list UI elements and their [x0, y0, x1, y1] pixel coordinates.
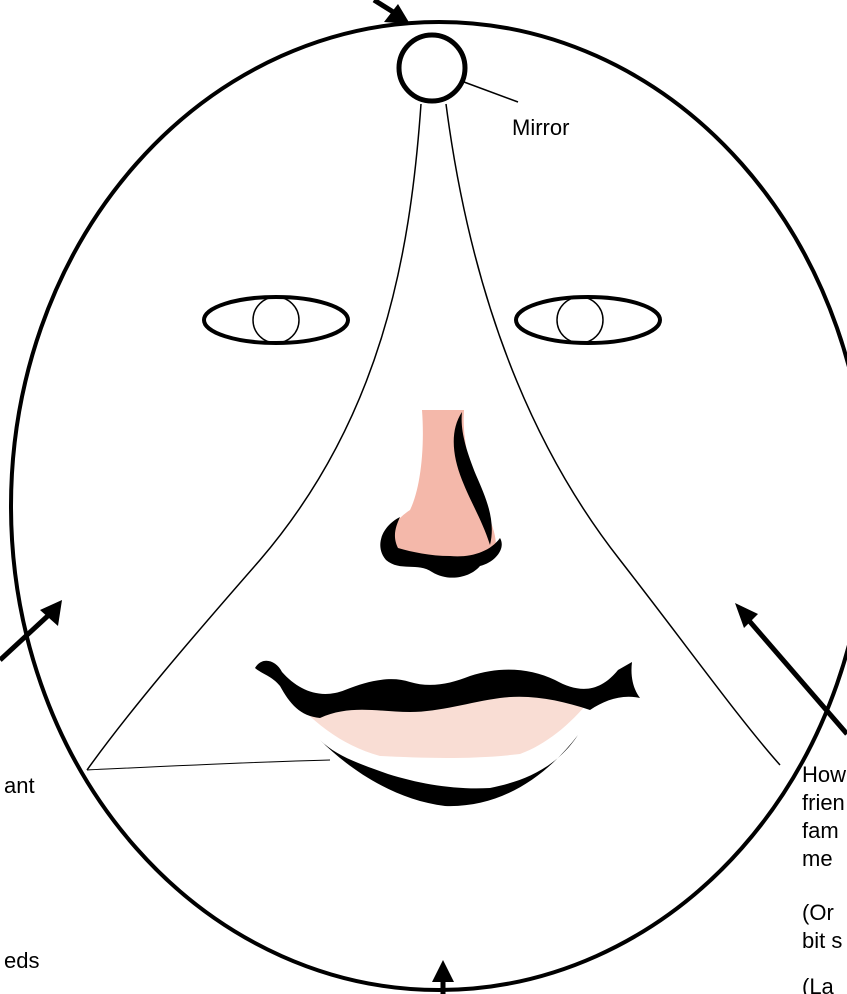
mirror-pointer-line	[464, 82, 518, 102]
mirror-label: Mirror	[512, 115, 569, 140]
left-text-fragment-2: eds	[4, 948, 39, 973]
mouth	[255, 661, 640, 806]
right-text-line-5: (Or	[802, 900, 834, 925]
right-text-line-4: me	[802, 846, 833, 871]
jaw-line	[87, 760, 330, 770]
right-text-line-6: bit s	[802, 928, 842, 953]
right-text-line-3: fam	[802, 818, 839, 843]
left-eye	[204, 297, 348, 343]
mirror-circle	[399, 35, 465, 101]
right-text-line-1: How	[802, 762, 846, 787]
right-eye	[516, 297, 660, 343]
nose	[380, 410, 501, 578]
left-zone-line	[87, 104, 421, 770]
right-arrow	[735, 603, 847, 734]
right-zone-line	[446, 104, 780, 765]
right-text-line-7: (La	[802, 974, 835, 994]
left-text-fragment-1: ant	[4, 773, 35, 798]
right-text-line-2: frien	[802, 790, 845, 815]
